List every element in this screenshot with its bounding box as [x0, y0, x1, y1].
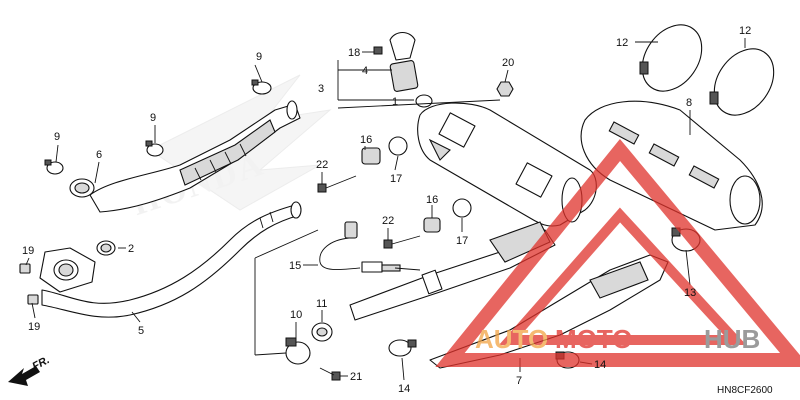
callout-12-right: 12 — [739, 25, 751, 37]
callout-13: 13 — [684, 287, 696, 299]
callout-19-upper: 19 — [22, 245, 34, 257]
callout-9-left: 9 — [54, 131, 60, 143]
part-3-muffler[interactable] — [417, 102, 597, 227]
automotohub-watermark: AUTO MOTO HUB — [435, 138, 800, 367]
part-6-exhaust-pipe-catalyst[interactable] — [69, 100, 301, 213]
part-21-bolt[interactable] — [319, 367, 341, 381]
callout-22-upper: 22 — [316, 159, 328, 171]
part-14-clamp-left[interactable] — [388, 339, 417, 357]
part-10-clamp[interactable] — [285, 337, 311, 365]
callout-15: 15 — [289, 260, 301, 272]
part-20-nut[interactable] — [496, 81, 514, 97]
callout-6: 6 — [96, 149, 102, 161]
part-18-bolt[interactable] — [373, 46, 383, 55]
callout-9-upper: 9 — [256, 51, 262, 63]
leader-lines — [25, 38, 746, 381]
part-16-collar-upper[interactable] — [361, 147, 381, 165]
front-arrow-icon — [8, 366, 40, 386]
part-9-clamp-c[interactable] — [251, 79, 272, 95]
part-15-oxygen-sensor[interactable] — [319, 221, 401, 273]
callout-17-upper: 17 — [390, 173, 402, 185]
part-19-nut-lower[interactable] — [27, 294, 39, 305]
callout-3: 3 — [318, 83, 324, 95]
callout-1: 1 — [392, 96, 398, 108]
callout-21: 21 — [350, 371, 362, 383]
callout-22-lower: 22 — [382, 215, 394, 227]
part-2-gasket-hole — [100, 243, 112, 253]
part-22-bolt-lower[interactable] — [383, 235, 421, 249]
part-8-heat-shield[interactable] — [580, 100, 763, 231]
part-5-flange[interactable] — [39, 247, 96, 293]
callout-18: 18 — [348, 47, 360, 59]
part-5-exhaust-pipe[interactable] — [41, 201, 302, 318]
front-label: FR. — [30, 354, 51, 373]
callout-labels: 1 2 3 4 5 6 7 8 9 9 9 10 11 12 12 13 14 … — [22, 25, 751, 395]
watermark-triangle-inner — [498, 207, 747, 345]
part-22-bolt-upper[interactable] — [317, 175, 357, 193]
callout-4: 4 — [362, 65, 368, 77]
part-9-clamp-b[interactable] — [145, 140, 164, 157]
callout-10: 10 — [290, 309, 302, 321]
part-19-nut-upper[interactable] — [19, 263, 31, 274]
callout-17-lower: 17 — [456, 235, 468, 247]
part-11-collar[interactable] — [311, 322, 333, 342]
callout-5: 5 — [138, 325, 144, 337]
front-direction-marker: FR. — [8, 354, 52, 386]
callout-20: 20 — [502, 57, 514, 69]
part-17-rubber-upper[interactable] — [388, 136, 408, 156]
part-1-gasket[interactable] — [415, 94, 433, 108]
watermark-triangle-outer — [435, 138, 800, 367]
callout-19-lower: 19 — [28, 321, 40, 333]
part-4-spark-arrester[interactable] — [389, 31, 419, 92]
part-17-rubber-lower[interactable] — [452, 198, 472, 218]
callout-14-right: 14 — [594, 359, 606, 371]
middle-pipe-catalyst[interactable] — [349, 221, 556, 321]
part-16-collar-lower[interactable] — [423, 217, 441, 233]
callout-14-left: 14 — [398, 383, 410, 395]
callout-2: 2 — [128, 243, 134, 255]
watermark-moto: MOTO — [555, 324, 633, 354]
callout-16-upper: 16 — [360, 134, 372, 146]
callout-12-left: 12 — [616, 37, 628, 49]
watermark-auto: AUTO — [475, 324, 548, 354]
callout-7: 7 — [516, 375, 522, 387]
part-7-lower-heat-shield[interactable] — [429, 254, 669, 369]
watermark-hub: HUB — [704, 324, 760, 354]
callout-8: 8 — [686, 97, 692, 109]
part-9-clamp-a[interactable] — [44, 159, 64, 175]
callout-16-lower: 16 — [426, 194, 438, 206]
part-12-band-left[interactable] — [630, 14, 714, 103]
diagram-code: HN8CF2600 — [717, 385, 773, 396]
callout-9-middle: 9 — [150, 112, 156, 124]
part-12-band-right[interactable] — [702, 38, 786, 127]
callout-11: 11 — [316, 298, 327, 310]
